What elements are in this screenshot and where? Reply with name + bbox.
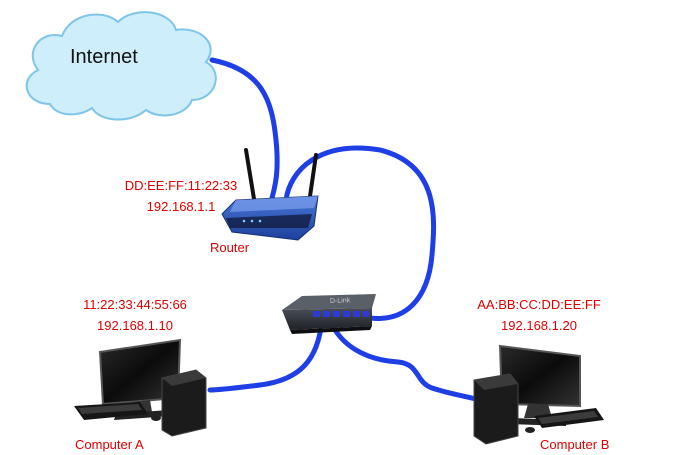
computer-a-label: Computer A (75, 437, 144, 452)
cable-internet-router (209, 57, 280, 208)
router-ip: 192.168.1.1 (146, 199, 216, 214)
computer-a-device (74, 338, 207, 437)
computer-a-info: 11:22:33:44:55:66 192.168.1.10 (60, 296, 210, 334)
internet-cloud (25, 11, 217, 121)
internet-label: Internet (70, 46, 138, 68)
router-device (221, 148, 319, 241)
computer-b-device (473, 344, 604, 445)
computer-a-mac: 11:22:33:44:55:66 (83, 297, 187, 312)
router-label: Router (210, 240, 250, 255)
computer-b-label: Computer B (540, 437, 610, 452)
cables (207, 57, 483, 403)
switch-device: D-Link (282, 294, 376, 334)
cable-router-switch (283, 145, 437, 321)
router-info: DD:EE:FF:11:22:33 192.168.1.1 (106, 177, 256, 215)
cable-switch-computer-b (327, 317, 483, 403)
router-mac: DD:EE:FF:11:22:33 (124, 178, 238, 193)
cable-switch-computer-a (207, 317, 325, 393)
computer-b-mac: AA:BB:CC:DD:EE:FF (477, 297, 601, 312)
computer-b-info: AA:BB:CC:DD:EE:FF 192.168.1.20 (464, 296, 614, 334)
switch-brand: D-Link (330, 297, 351, 305)
computer-a-ip: 192.168.1.10 (97, 318, 173, 333)
computer-b-ip: 192.168.1.20 (501, 318, 577, 333)
